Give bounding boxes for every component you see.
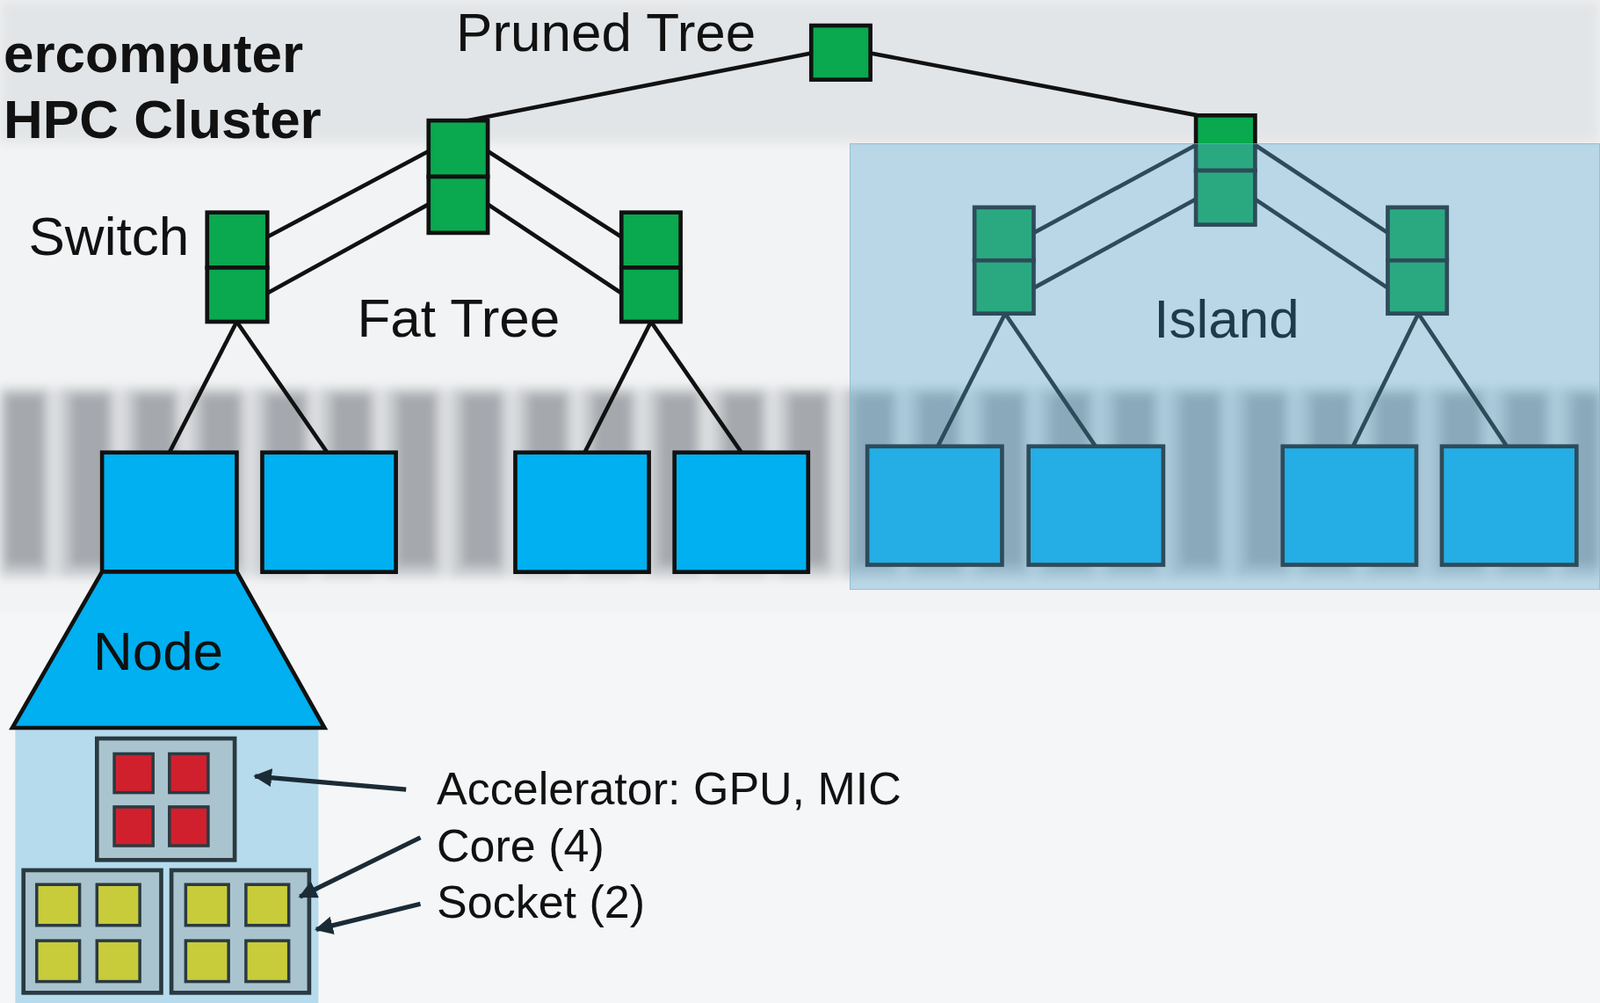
accelerator-chip (96, 738, 235, 860)
switch-symbol (621, 212, 681, 268)
network-link (487, 203, 622, 293)
cpu-socket (23, 869, 162, 992)
compute-node-box (674, 452, 809, 572)
cpu-socket (96, 883, 140, 925)
tree-label: Pruned Tree (456, 2, 756, 63)
switch-symbol (428, 176, 488, 233)
node-interior-panel (14, 727, 319, 1003)
cpu-socket (185, 883, 229, 925)
compute-node-box (514, 452, 649, 572)
switch-label: Switch (28, 206, 190, 267)
leader-arrow (254, 775, 406, 790)
cpu-socket (36, 940, 80, 981)
island-region: Island (849, 143, 1600, 591)
network-link (583, 321, 652, 455)
switch-symbol (428, 120, 488, 177)
accelerator-chip (96, 738, 235, 860)
component-label: Socket (2) (436, 876, 645, 927)
network-link (236, 321, 329, 455)
leader-arrow (254, 775, 420, 929)
cpu-socket (23, 869, 310, 992)
node-label: Island (1153, 289, 1299, 349)
cpu-socket (36, 883, 290, 981)
cpu-socket (171, 869, 310, 992)
network-link (168, 321, 238, 455)
switch-symbol (810, 25, 870, 80)
switch-symbol (621, 267, 681, 322)
node-label: Node (93, 621, 224, 681)
cpu-socket (185, 940, 229, 981)
component-label: Core (4) (436, 820, 605, 871)
node-interior-panel (14, 727, 319, 1003)
leader-arrow (316, 903, 420, 929)
node-trapezoid: Node (12, 569, 325, 730)
network-link (456, 52, 811, 123)
accelerator-chip (169, 752, 209, 792)
accelerator-chip (169, 806, 209, 846)
compute-node-box (101, 452, 237, 572)
accelerator-chip (114, 806, 153, 846)
network-link (651, 321, 744, 455)
tree-label: Fat Tree (356, 288, 560, 348)
component-label: Accelerator: GPU, MIC (436, 763, 902, 814)
switch-symbol (207, 212, 268, 268)
leader-arrow (299, 837, 420, 897)
cpu-socket (96, 940, 140, 981)
cpu-socket (246, 940, 290, 981)
compute-node-box (261, 452, 396, 572)
switch-symbol (207, 267, 268, 322)
accelerator-chip (114, 752, 153, 792)
network-link (870, 52, 1225, 121)
cpu-socket (246, 883, 290, 925)
accelerator-chip (114, 752, 209, 846)
network-link (267, 151, 428, 238)
network-link (487, 151, 622, 238)
cpu-socket (36, 883, 80, 925)
trapezoid-outline (12, 571, 325, 728)
diagram-title: ercomputer HPC Cluster (3, 20, 373, 153)
network-link (267, 203, 428, 293)
